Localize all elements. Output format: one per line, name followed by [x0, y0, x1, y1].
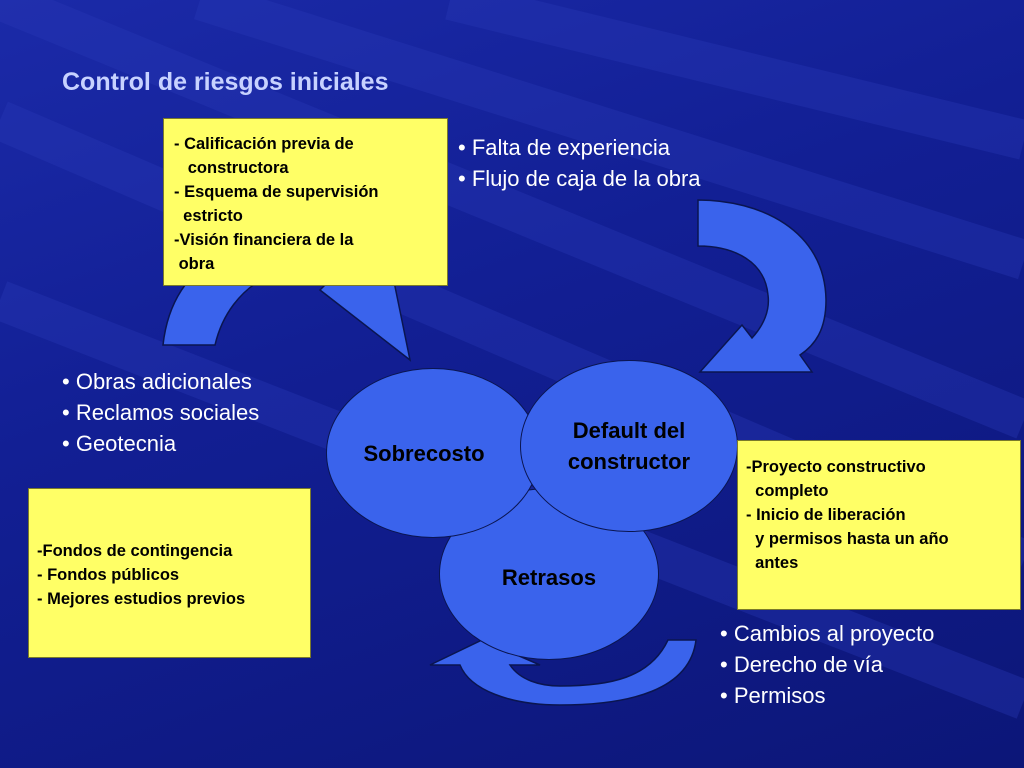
arrow-top-right [697, 199, 827, 373]
mitigation-box-left: -Fondos de contingencia - Fondos público… [28, 488, 311, 658]
circle-retrasos-label: Retrasos [501, 564, 597, 590]
risk-item: Reclamos sociales [62, 397, 259, 428]
box-top-line: -Visión financiera de la [174, 231, 354, 249]
circle-default: Default del constructor [520, 360, 738, 532]
risk-list-left: Obras adicionales Reclamos sociales Geot… [62, 366, 259, 459]
risk-item: Cambios al proyecto [720, 618, 935, 649]
risk-list-top: Falta de experiencia Flujo de caja de la… [458, 132, 701, 194]
box-right-line: -Proyecto constructivo [746, 458, 926, 476]
circle-default-line1: Default del [572, 418, 686, 443]
box-right-line: completo [746, 482, 829, 500]
circle-sobrecosto-label: Sobrecosto [363, 440, 485, 466]
risk-list-bottom: Cambios al proyecto Derecho de vía Permi… [720, 618, 935, 711]
box-top-line: estricto [174, 207, 243, 225]
risk-item: Falta de experiencia [458, 132, 701, 163]
box-top-line: - Calificación previa de [174, 135, 354, 153]
circle-sobrecosto: Sobrecosto [326, 368, 540, 538]
box-left-line: - Fondos públicos [37, 566, 180, 584]
risk-item: Obras adicionales [62, 366, 259, 397]
risk-item: Geotecnia [62, 428, 259, 459]
box-top-line: - Esquema de supervisión [174, 183, 379, 201]
box-right-line: - Inicio de liberación [746, 506, 906, 524]
arrow-bottom [429, 639, 697, 706]
page-title: Control de riesgos iniciales [62, 68, 389, 96]
box-left-line: -Fondos de contingencia [37, 542, 233, 560]
mitigation-box-right: -Proyecto constructivo completo - Inicio… [737, 440, 1021, 610]
risk-item: Flujo de caja de la obra [458, 163, 701, 194]
box-top-line: obra [174, 255, 215, 273]
mitigation-box-top: - Calificación previa de constructora - … [163, 118, 448, 286]
box-top-line: constructora [174, 159, 289, 177]
risk-item: Permisos [720, 680, 934, 711]
box-left-line: - Mejores estudios previos [37, 590, 246, 608]
risk-item: Derecho de vía [720, 649, 934, 680]
box-right-line: antes [746, 554, 799, 572]
circle-default-line2: constructor [567, 449, 691, 474]
box-right-line: y permisos hasta un año [746, 530, 949, 548]
